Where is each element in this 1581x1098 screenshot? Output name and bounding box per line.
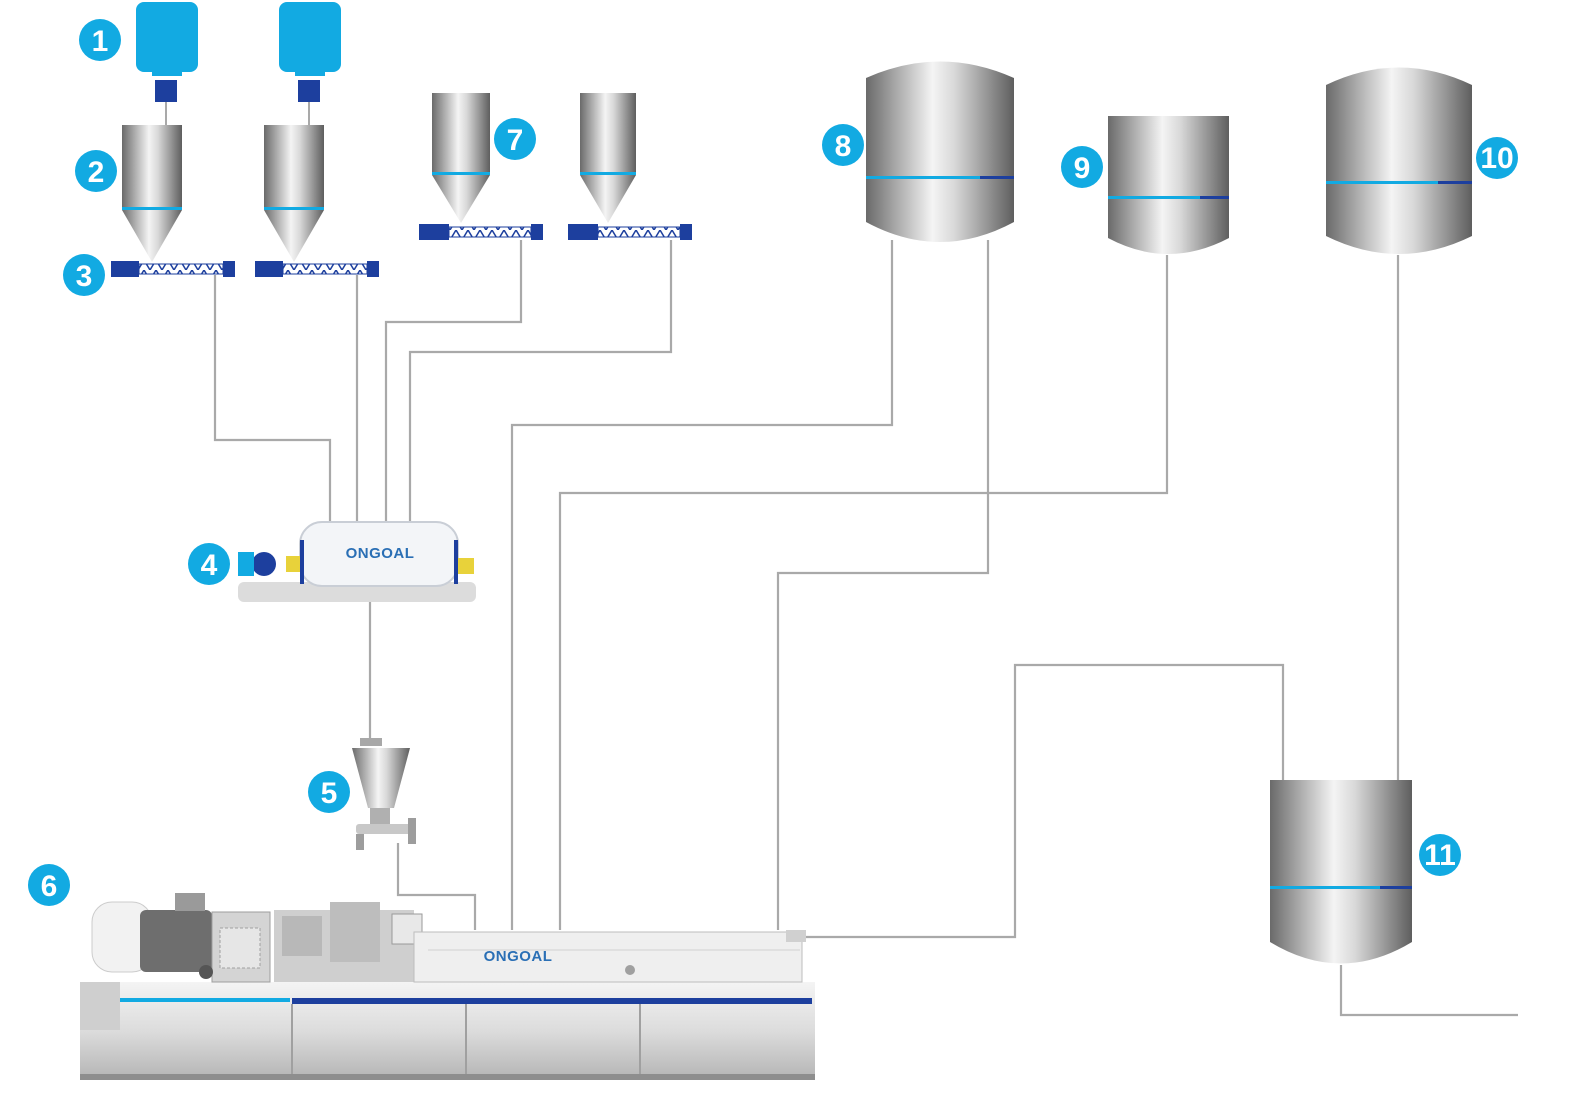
callout-1: 1 <box>79 19 121 61</box>
pipe-tank-8-a <box>510 240 894 930</box>
callout-7: 7 <box>494 118 536 160</box>
bag-container-1 <box>136 2 198 125</box>
callout-5: 5 <box>308 771 350 813</box>
svg-text:11: 11 <box>1424 839 1456 872</box>
svg-text:4: 4 <box>201 549 218 582</box>
pipe-feeder-1-to-mixer <box>213 275 332 522</box>
extruder-brand: ONGOAL <box>484 948 553 965</box>
tank-10 <box>1326 67 1472 254</box>
callout-10: 10 <box>1476 137 1518 179</box>
conical-hopper <box>352 738 416 850</box>
svg-text:10: 10 <box>1480 142 1513 175</box>
svg-text:5: 5 <box>321 777 338 810</box>
hopper-2 <box>264 125 324 262</box>
pipe-extruder-to-tank-11 <box>805 663 1285 939</box>
screw-feeder-4 <box>568 224 692 240</box>
pipe-feeder-4-to-mixer <box>408 240 673 522</box>
pipe-tank-9 <box>558 255 1169 930</box>
svg-text:7: 7 <box>507 124 524 157</box>
pipe-hopper-to-extruder <box>396 843 477 930</box>
svg-text:1: 1 <box>92 25 109 58</box>
tank-9 <box>1108 116 1229 254</box>
callout-9: 9 <box>1061 146 1103 188</box>
callout-6: 6 <box>28 864 70 906</box>
hopper-3 <box>432 93 490 223</box>
tank-11 <box>1270 780 1412 964</box>
callout-2: 2 <box>75 150 117 192</box>
screw-feeder-2 <box>255 261 379 277</box>
pipe-tank-8-b <box>776 240 990 930</box>
callout-3: 3 <box>63 254 105 296</box>
svg-text:3: 3 <box>76 260 93 293</box>
svg-text:6: 6 <box>41 870 58 903</box>
mixer-brand: ONGOAL <box>346 545 415 562</box>
mixer: ONGOAL <box>238 521 476 602</box>
screw-feeder-3 <box>419 224 543 240</box>
hopper-1 <box>122 125 182 262</box>
svg-text:9: 9 <box>1074 152 1091 185</box>
callout-11: 11 <box>1419 834 1461 876</box>
callout-8: 8 <box>822 124 864 166</box>
screw-feeder-1 <box>111 261 235 277</box>
svg-text:8: 8 <box>835 130 852 163</box>
svg-text:2: 2 <box>88 156 105 189</box>
pipe-network <box>213 240 1518 1017</box>
pipe-feeder-3-to-mixer <box>384 240 523 522</box>
bag-container-2 <box>279 2 341 125</box>
hopper-4 <box>580 93 636 223</box>
callout-4: 4 <box>188 543 230 585</box>
tank-8 <box>866 61 1014 242</box>
extruder: ONGOAL <box>80 893 815 1080</box>
pipe-tank-11-outlet <box>1339 965 1518 1017</box>
